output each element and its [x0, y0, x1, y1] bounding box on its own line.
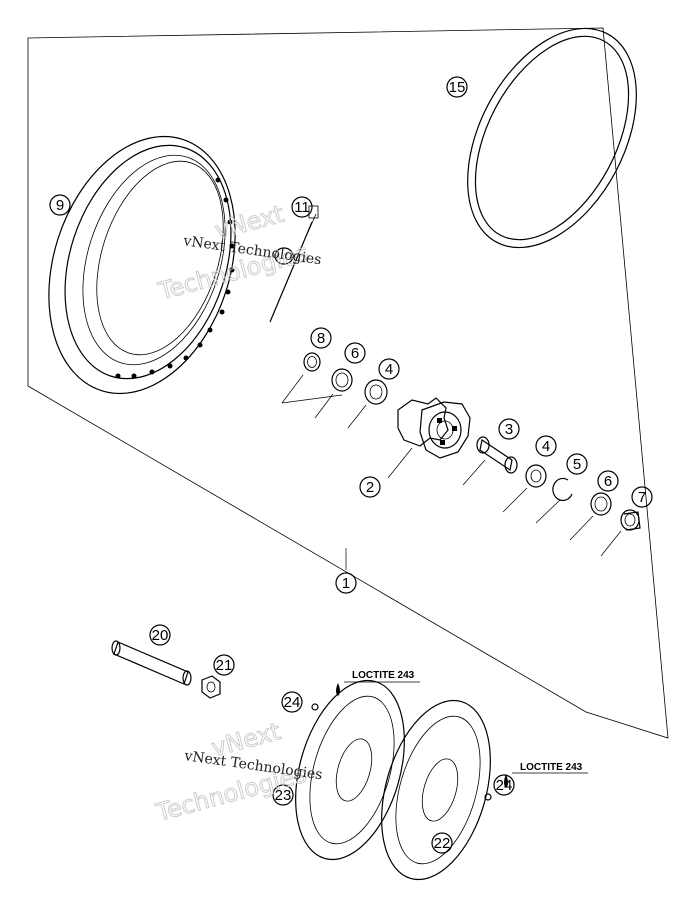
svg-text:8: 8	[317, 330, 325, 347]
loctite-label-left: LOCTITE 243	[352, 670, 415, 681]
callout-3: 3	[498, 418, 520, 440]
seal-ring-6-right	[590, 492, 612, 516]
rim-band	[467, 27, 637, 249]
loctite-label-right: LOCTITE 243	[520, 762, 583, 773]
brake-disc-22	[381, 699, 491, 881]
callout-15: 15	[446, 76, 468, 98]
seal-ring-6-left	[331, 368, 353, 392]
callout-21: 21	[213, 654, 235, 676]
svg-text:22: 22	[434, 835, 451, 852]
svg-text:11: 11	[294, 199, 310, 216]
svg-text:6: 6	[351, 345, 359, 362]
callout-4-right: 4	[535, 435, 557, 457]
callout-5: 5	[566, 453, 588, 475]
svg-text:23: 23	[275, 787, 292, 804]
callout-23: 23	[272, 784, 294, 806]
brake-disc-23	[295, 679, 405, 861]
svg-text:4: 4	[542, 438, 550, 455]
callout-24-right: 24	[493, 774, 515, 796]
callout-11: 11	[291, 196, 313, 218]
svg-text:24: 24	[284, 694, 301, 711]
svg-text:2: 2	[366, 479, 374, 496]
svg-text:7: 7	[638, 489, 646, 506]
callout-24-left: 24	[281, 691, 303, 713]
callout-7: 7	[631, 486, 653, 508]
callout-8: 8	[310, 327, 332, 349]
svg-text:5: 5	[573, 456, 581, 473]
circlip-5	[552, 477, 573, 502]
callout-6-right: 6	[597, 470, 619, 492]
callout-4-left: 4	[378, 358, 400, 380]
svg-text:9: 9	[56, 197, 64, 214]
bearing-4-left	[364, 379, 388, 405]
svg-text:3: 3	[505, 421, 513, 438]
svg-text:20: 20	[152, 627, 169, 644]
wheel-hub	[397, 397, 471, 459]
axle-nut	[201, 675, 221, 699]
callout-1: 1	[335, 572, 357, 594]
callout-20: 20	[149, 624, 171, 646]
leader-lines	[281, 374, 622, 570]
svg-text:24: 24	[496, 777, 513, 794]
spacer-sleeve	[476, 436, 518, 474]
spacer-7	[620, 509, 641, 531]
bearing-4-right	[525, 464, 547, 488]
svg-text:1: 1	[342, 575, 350, 592]
callout-22: 22	[431, 832, 453, 854]
callout-6-left: 6	[344, 342, 366, 364]
callout-2: 2	[359, 476, 381, 498]
spacer-8	[303, 352, 321, 372]
front-axle	[111, 640, 192, 686]
svg-text:6: 6	[604, 473, 612, 490]
assembly-plane-outline	[27, 27, 669, 739]
svg-text:21: 21	[216, 657, 233, 674]
disc-bolt-left	[311, 681, 420, 711]
svg-text:15: 15	[449, 79, 466, 96]
disc-bolt-right	[484, 772, 588, 801]
callout-9: 9	[49, 194, 71, 216]
wheel-rim	[48, 135, 236, 395]
spoke-with-nipple	[269, 205, 319, 323]
svg-text:4: 4	[385, 361, 393, 378]
